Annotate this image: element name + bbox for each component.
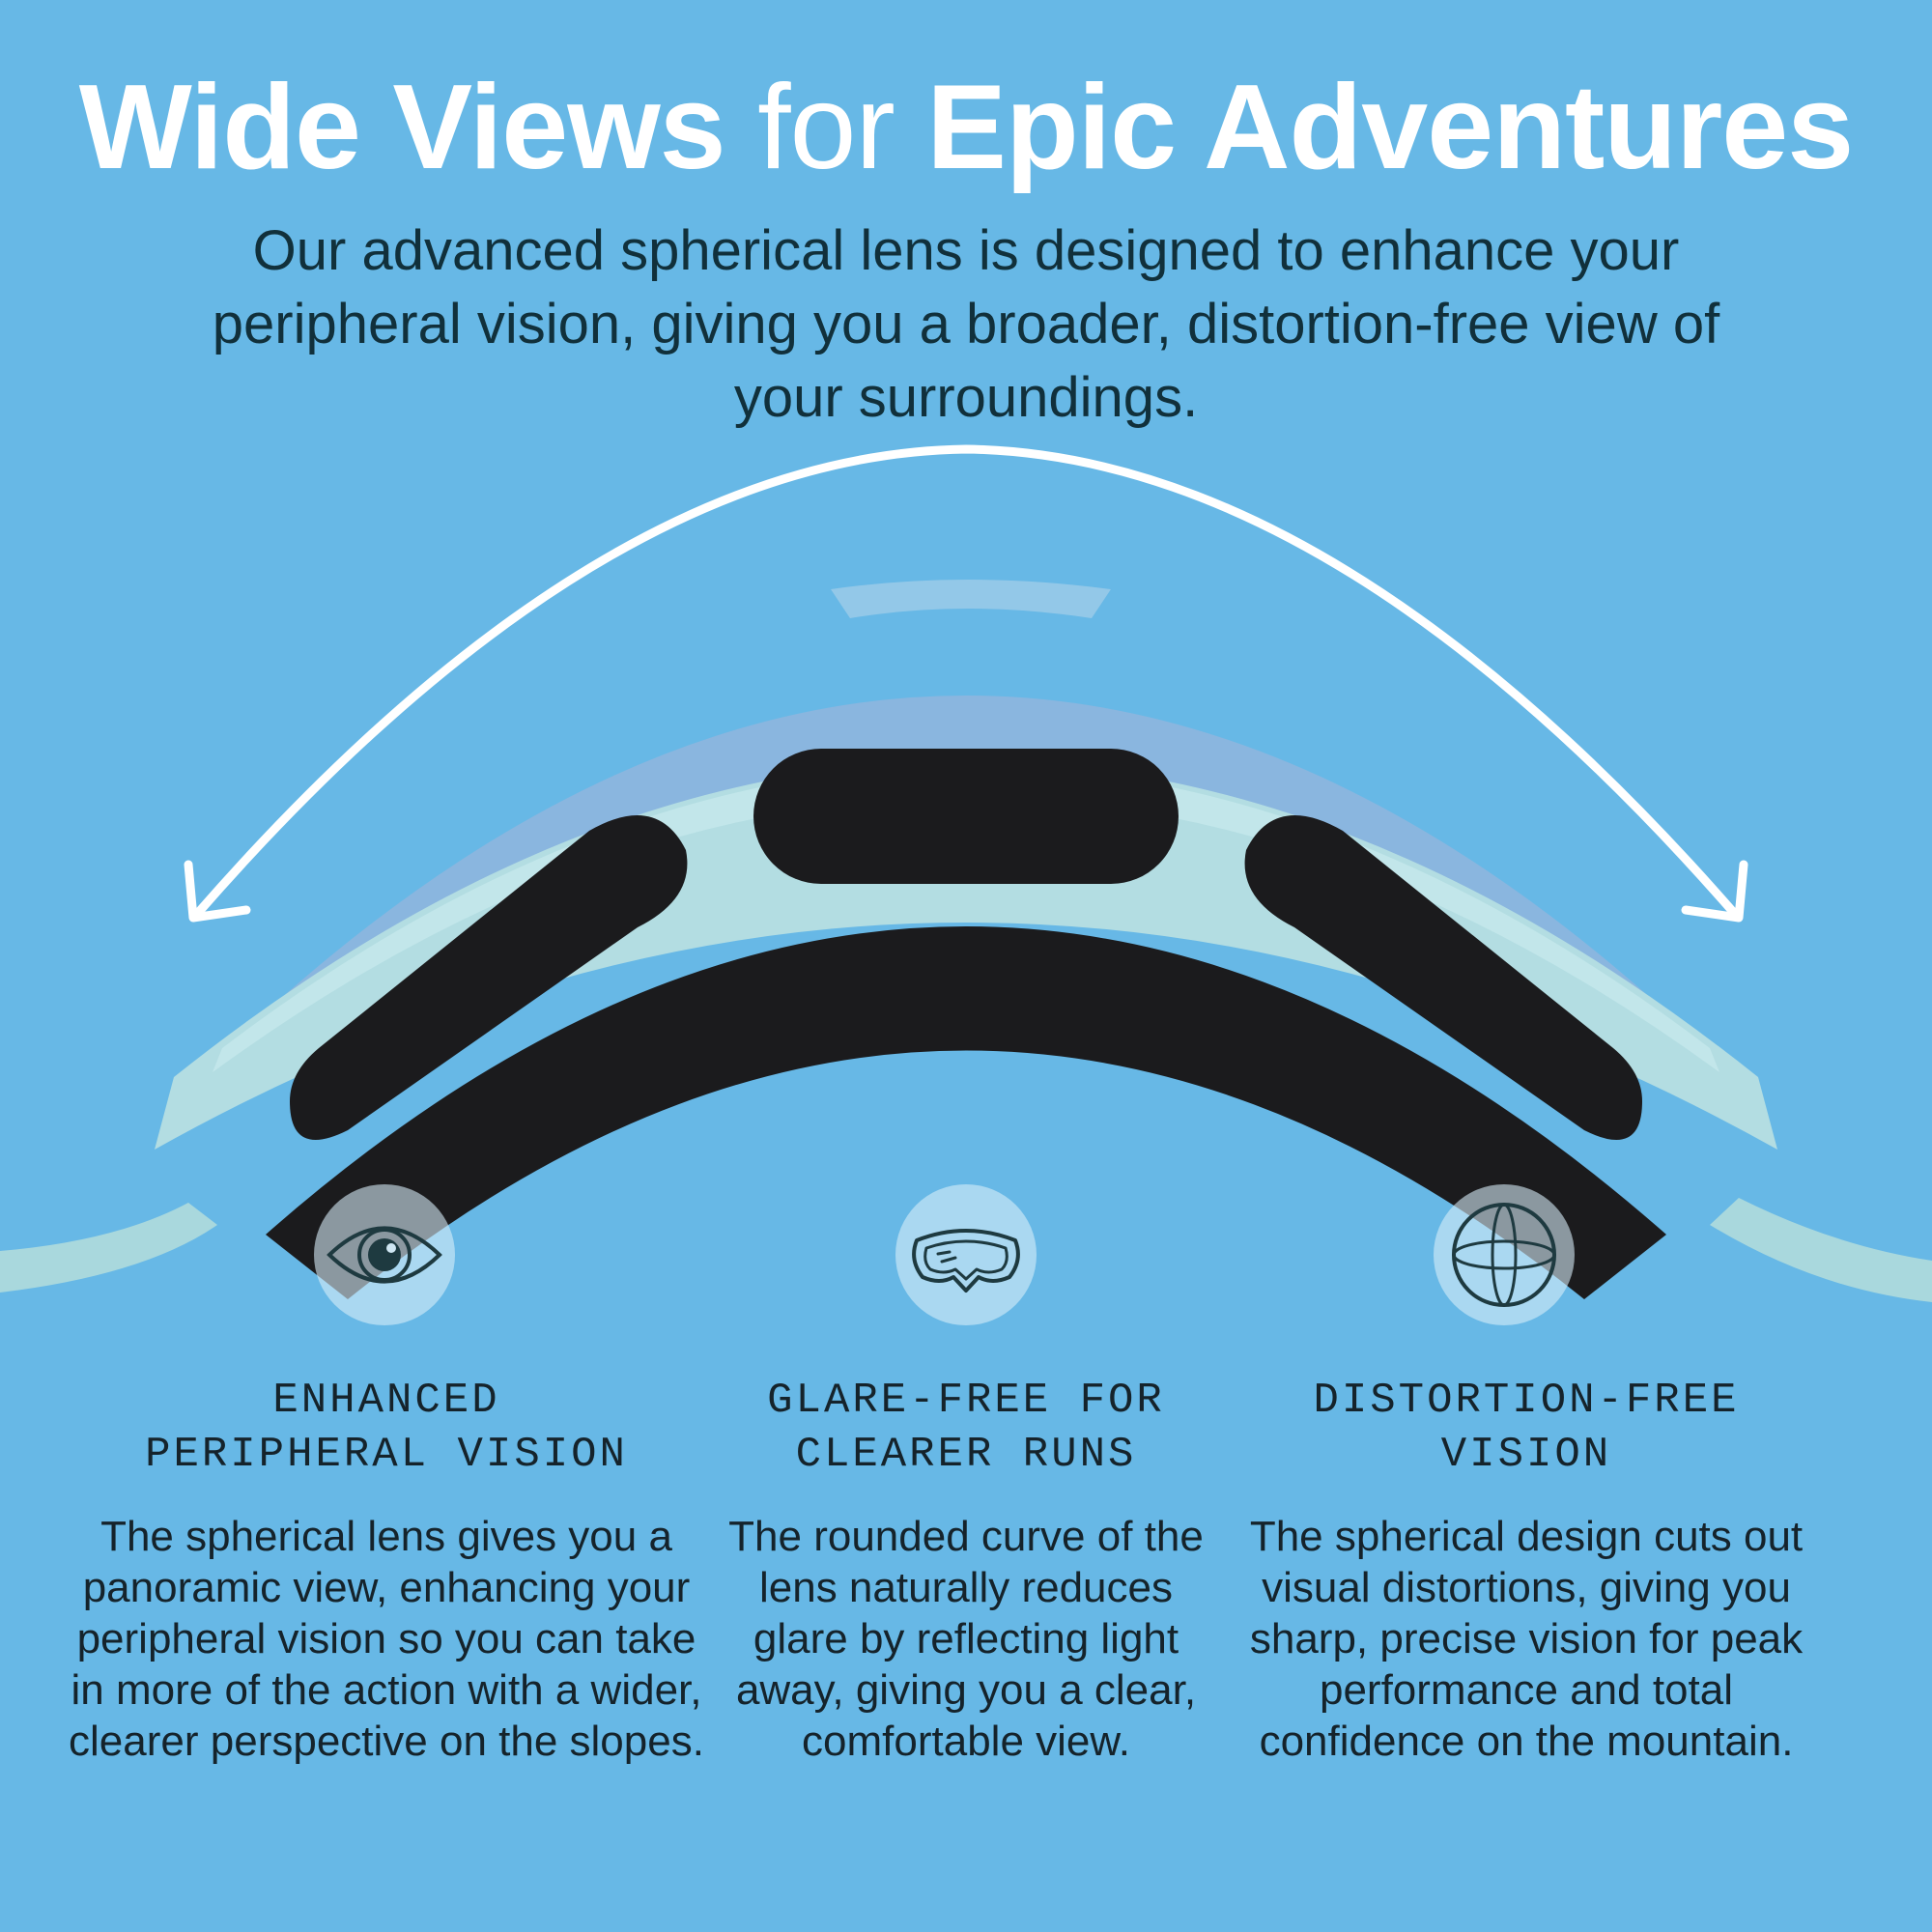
feature-title: ENHANCED PERIPHERAL VISION: [145, 1377, 628, 1479]
right-strap: [1710, 1198, 1932, 1302]
arrow-head-left: [184, 860, 251, 923]
title-part-wide-views: Wide Views: [78, 61, 726, 194]
globe-icon: [1434, 1184, 1575, 1325]
goggles-icon: [895, 1184, 1037, 1325]
page-subtitle: Our advanced spherical lens is designed …: [212, 219, 1720, 429]
feature-glare-free: GLARE-FREE FOR CLEARER RUNS The rounded …: [724, 1374, 1208, 1767]
title-part-epic-adventures: Epic Adventures: [926, 61, 1854, 194]
page-title: Wide Views for Epic Adventures: [0, 60, 1932, 195]
eye-icon: [314, 1184, 455, 1325]
feature-body: The spherical lens gives you a panoramic…: [69, 1513, 704, 1765]
wide-view-arrow-arc: [193, 444, 1739, 918]
feature-title: GLARE-FREE FOR CLEARER RUNS: [767, 1377, 1165, 1479]
arrow-head-right: [1681, 860, 1748, 923]
feature-title: DISTORTION-FREE VISION: [1313, 1377, 1740, 1479]
title-part-for: for: [757, 61, 895, 194]
goggle-lens: [232, 696, 1700, 1092]
vent-center: [753, 749, 1179, 884]
feature-body: The spherical design cuts out visual dis…: [1249, 1513, 1804, 1765]
left-strap: [0, 1203, 217, 1293]
feature-body: The rounded curve of the lens naturally …: [728, 1513, 1204, 1765]
vent-right: [1244, 815, 1642, 1140]
feature-distortion-free-vision: DISTORTION-FREE VISION The spherical des…: [1246, 1374, 1806, 1767]
feature-enhanced-peripheral-vision: ENHANCED PERIPHERAL VISION The spherical…: [58, 1374, 715, 1767]
vent-left: [290, 815, 688, 1140]
goggle-foam: [266, 926, 1666, 1299]
